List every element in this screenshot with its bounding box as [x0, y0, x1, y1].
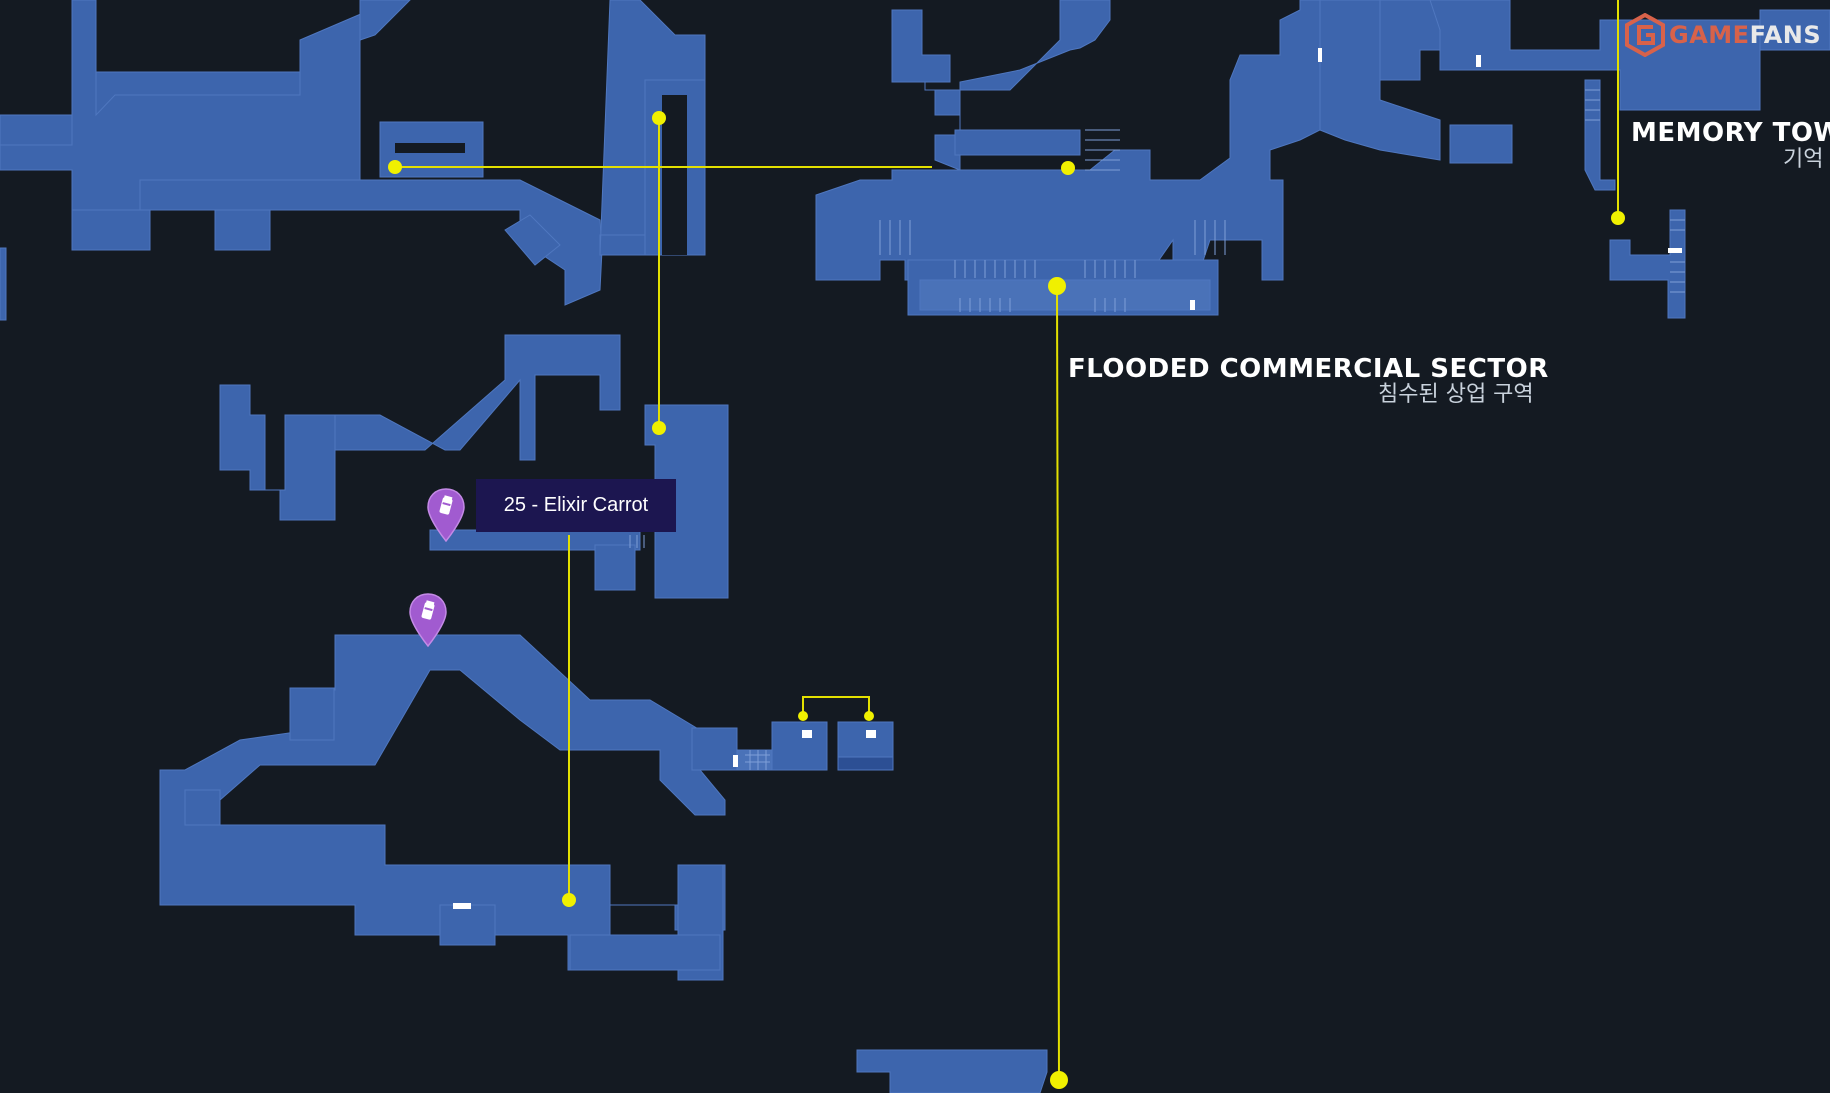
room	[644, 404, 729, 599]
room	[837, 756, 894, 771]
stair-detail	[1085, 129, 1120, 171]
room	[219, 334, 621, 521]
waypoint	[864, 711, 874, 721]
door-marker	[733, 755, 738, 767]
waypoint	[1048, 277, 1066, 295]
stair-detail	[954, 260, 1036, 278]
room	[289, 687, 335, 741]
item-pin-elixir-carrot[interactable]	[426, 487, 466, 543]
path-layer	[395, 0, 1619, 1081]
door-layer	[453, 48, 1682, 909]
room	[184, 789, 221, 826]
canister-icon	[421, 600, 435, 620]
stair-detail	[1194, 220, 1226, 255]
room	[159, 634, 726, 971]
waypoint	[562, 893, 576, 907]
room	[691, 727, 738, 771]
map-pin-icon	[427, 488, 465, 543]
room	[1379, 0, 1441, 81]
room	[0, 0, 391, 211]
logo-text-game: GAME	[1669, 21, 1750, 49]
room	[0, 247, 7, 321]
room	[439, 904, 496, 946]
stair-detail	[745, 750, 770, 770]
region-label-memory-tower: MEMORY TOW	[1631, 118, 1830, 148]
door-marker	[1190, 300, 1195, 310]
stair-detail	[959, 298, 1011, 312]
gamefans-watermark: GAMEFANS	[1625, 12, 1821, 58]
stair-detail	[1084, 260, 1136, 278]
waypoint	[1050, 1071, 1068, 1089]
stair-detail	[1094, 298, 1126, 312]
waypoint	[798, 711, 808, 721]
room	[856, 1049, 1048, 1093]
room-layer-bottom	[856, 1049, 1048, 1093]
door-marker	[1476, 55, 1481, 67]
room	[662, 95, 687, 255]
waypoint-layer	[388, 111, 1625, 1089]
door-marker	[802, 730, 812, 738]
room	[1429, 0, 1761, 111]
connection-path	[802, 696, 870, 715]
room	[954, 129, 1081, 156]
stair-detail	[879, 220, 911, 255]
door-marker	[866, 730, 876, 738]
canister-icon	[439, 495, 453, 515]
room	[504, 214, 561, 266]
stair-detail	[1585, 89, 1600, 121]
waypoint	[1061, 161, 1075, 175]
room-layer	[0, 0, 1830, 981]
item-tooltip: 25 - Elixir Carrot	[476, 479, 676, 532]
room	[1759, 9, 1830, 51]
logo-text-fans: FANS	[1749, 21, 1822, 49]
room	[359, 0, 411, 41]
room	[395, 143, 465, 153]
room	[1449, 124, 1513, 164]
stair-detail	[1670, 219, 1685, 293]
stair-detail	[629, 535, 645, 548]
room	[736, 749, 773, 771]
region-label-flooded-commercial-sector: FLOODED COMMERCIAL SECTOR	[1068, 354, 1549, 384]
gamefans-logo-icon	[1625, 13, 1665, 57]
waypoint	[652, 421, 666, 435]
gamefans-logo-text: GAMEFANS	[1669, 21, 1821, 49]
room	[139, 179, 603, 306]
region-sublabel-flooded-commercial-sector: 침수된 상업 구역	[1378, 382, 1534, 407]
room	[594, 544, 636, 591]
item-tooltip-text: 25 - Elixir Carrot	[503, 494, 649, 516]
room	[95, 71, 301, 117]
room	[71, 209, 151, 251]
waypoint	[1611, 211, 1625, 225]
room	[569, 934, 721, 971]
door-marker	[453, 903, 471, 909]
item-pin[interactable]	[408, 592, 448, 648]
room	[1584, 79, 1616, 191]
room-detail-layer	[629, 89, 1685, 1070]
region-sublabel-memory-tower: 기억	[1783, 147, 1824, 172]
connection-path	[1056, 285, 1060, 1081]
room	[1609, 209, 1686, 319]
room	[771, 721, 828, 771]
room	[0, 114, 73, 146]
waypoint	[652, 111, 666, 125]
map-pin-icon	[409, 593, 447, 648]
door-marker	[1318, 48, 1322, 62]
room	[214, 209, 271, 251]
door-marker	[1668, 248, 1682, 253]
waypoint	[388, 160, 402, 174]
